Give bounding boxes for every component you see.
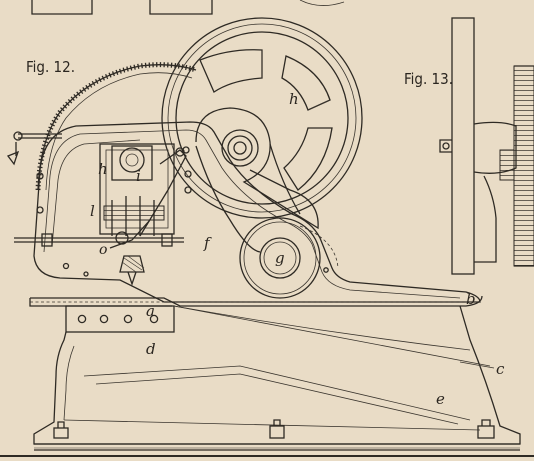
ram-head [99,143,192,287]
press-frame [33,121,481,303]
fig13-caption: Fig. 13. [404,70,453,88]
top-cutoff-frames [31,0,345,15]
label-f: f [203,234,212,252]
label-c: c [496,360,505,378]
label-b: b [466,290,476,308]
label-o: o [99,242,107,258]
gear-rack [35,62,197,191]
label-i: i [136,167,141,185]
leader-c [459,361,495,369]
label-l: l [90,202,95,220]
label-a: a [146,302,155,320]
base-bed [29,295,483,351]
foundation [33,305,521,451]
label-h-flywheel: h [289,90,299,108]
label-e: e [436,390,445,408]
label-d: d [146,340,156,358]
fig13-side-view [439,17,534,275]
pulley-g [239,217,339,299]
label-h-gear: h [98,160,108,178]
fig12-caption: Fig. 12. [26,58,75,76]
label-g: g [275,249,285,267]
adjusting-rod [6,131,184,277]
crank-arm [195,107,319,253]
flywheel [161,17,363,219]
